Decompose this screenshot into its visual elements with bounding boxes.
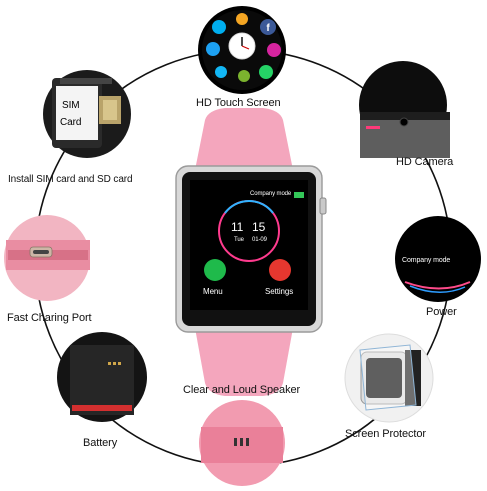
- label-power: Power: [426, 306, 457, 318]
- whatsapp-icon: [259, 65, 273, 79]
- watch-time-minute: 15: [252, 220, 266, 234]
- label-install-sim-sd: Install SIM card and SD card: [8, 174, 133, 185]
- top-strap: [195, 108, 293, 170]
- power-bubble: [395, 216, 481, 302]
- watch-crown: [319, 197, 327, 215]
- camera-bubble: [359, 61, 450, 158]
- instagram-icon: [267, 43, 281, 57]
- sim-card-bubble: [43, 70, 131, 158]
- chat-icon: [238, 70, 250, 82]
- charging-port-bubble: [4, 215, 90, 301]
- label-battery: Battery: [83, 437, 118, 449]
- speaker-bubble: [199, 400, 285, 486]
- watch-mode-text: Company mode: [250, 191, 292, 197]
- smartwatch: [175, 108, 327, 396]
- watch-day: Tue: [234, 237, 244, 243]
- label-clear-loud-speaker: Clear and Loud Speaker: [183, 384, 301, 396]
- watch-date: 01-09: [252, 237, 267, 243]
- touch-screen-bubble: f: [198, 6, 286, 94]
- camera-app-icon: [236, 13, 248, 25]
- skype-icon: [212, 20, 226, 34]
- qq-icon: [215, 66, 227, 78]
- phone-green-button[interactable]: [204, 259, 226, 281]
- label-screen-protector: Screen Protector: [345, 428, 426, 440]
- facebook-icon: [260, 19, 276, 35]
- battery-indicator: [294, 192, 304, 198]
- twitter-icon: [206, 42, 220, 56]
- watch-menu-label[interactable]: Menu: [203, 287, 223, 296]
- label-fast-charging-port: Fast Charing Port: [7, 312, 92, 324]
- watch-settings-label[interactable]: Settings: [265, 287, 294, 296]
- watch-time-hour: 11: [231, 220, 244, 234]
- battery-bubble: [57, 332, 147, 422]
- camera-lens: [399, 117, 409, 127]
- bottom-strap: [195, 328, 293, 396]
- contacts-red-button[interactable]: [269, 259, 291, 281]
- power-mode-text: Company mode: [402, 257, 451, 264]
- screen-protector-bubble: [344, 333, 434, 423]
- label-hd-touch-screen: HD Touch Screen: [196, 97, 281, 109]
- label-hd-camera: HD Camera: [396, 156, 454, 168]
- svg-text:f: f: [266, 23, 270, 34]
- sim-text-line1: SIM: [62, 100, 80, 111]
- sim-text-line2: Card: [60, 117, 82, 128]
